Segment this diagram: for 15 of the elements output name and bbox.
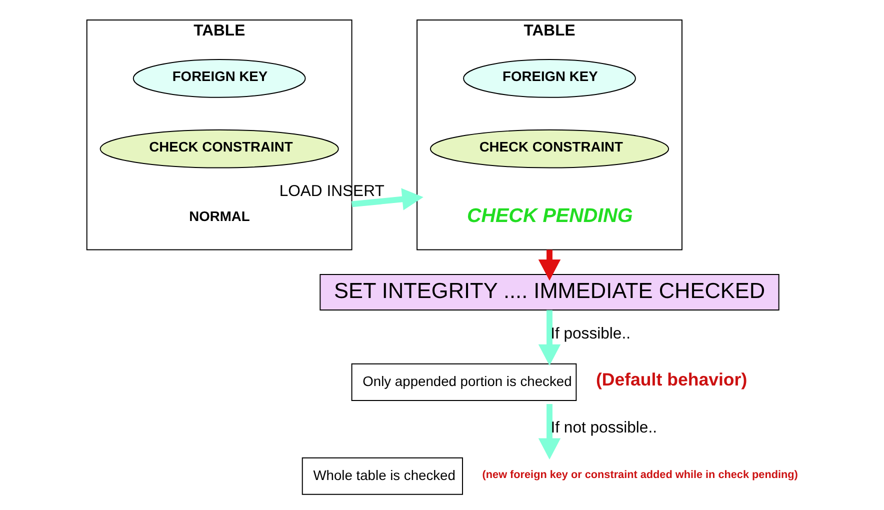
- edge-label: If not possible..: [550, 419, 658, 436]
- node-box: SET INTEGRITY .... IMMEDIATE CHECKED: [320, 274, 780, 311]
- arrow: [352, 188, 424, 210]
- node-ellipse: CHECK CONSTRAINT: [100, 129, 339, 168]
- arrow: [538, 250, 561, 281]
- arrow: [538, 310, 561, 366]
- edge-label: If possible..: [550, 326, 630, 343]
- arrow: [538, 404, 561, 460]
- node-ellipse: FOREIGN KEY: [463, 59, 636, 98]
- node-ellipse: CHECK CONSTRAINT: [430, 129, 670, 168]
- node-ellipse: FOREIGN KEY: [132, 59, 306, 98]
- node-label: CHECK PENDING: [466, 205, 633, 228]
- node-label: (new foreign key or constraint added while in check pending): [482, 468, 798, 481]
- node-label: NORMAL: [189, 208, 250, 224]
- node-label: (Default behavior): [596, 370, 748, 390]
